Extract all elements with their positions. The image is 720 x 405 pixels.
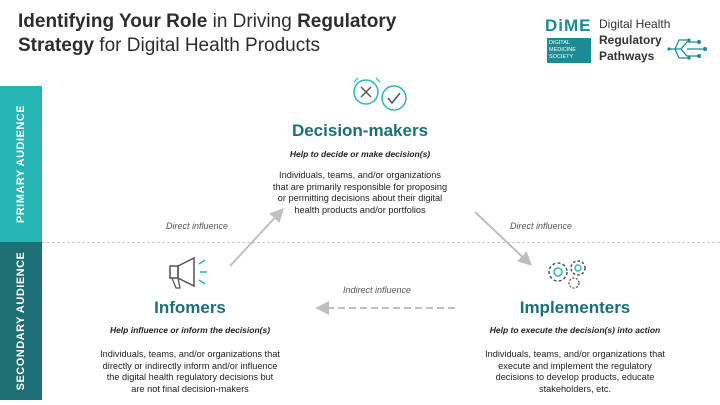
infomers-subtitle: Help influence or inform the decision(s) [109,325,271,335]
decision-makers-body-line-4: health products and/or portfolios [294,204,426,215]
dime-mark-subtitle: DIGITAL MEDICINE SOCIETY [547,38,591,63]
dime-logo: DiME DIGITAL MEDICINE SOCIETY Digital He… [545,16,710,72]
edge-label-implementers-to-infomers: Indirect influence [343,285,412,295]
circuit-icon [667,38,707,60]
decision-makers-body-line-3: or permitting decisions about their digi… [277,193,443,203]
decision-makers-body-line-1: Individuals, teams, and/or organizations [279,170,441,180]
dime-sub-line-1: DIGITAL [549,40,570,46]
dime-mark-text: DiME [545,16,592,35]
edge-label-decision-to-implementers: Direct influence [510,221,573,231]
title-regular-1: in Driving [207,11,298,32]
gears-icon [548,260,586,289]
implementers-subtitle: Help to execute the decision(s) into act… [489,325,661,335]
decision-makers-title: Decision-makers [291,121,429,140]
title-bold-3: Strategy [18,35,95,56]
implementers-title: Implementers [519,298,631,317]
page-title: Identifying Your Role in Driving Regulat… [18,10,518,58]
logo-wordmark: Digital Health Regulatory Pathways [599,16,670,64]
decision-makers-body-line-2: that are primarily responsible for propo… [272,181,448,192]
implementers-body-line-3: decisions to develop products, educate [495,372,655,382]
decision-checklist-icon [353,77,407,111]
dime-sub-line-2: MEDICINE [549,47,576,53]
logo-line-2: Regulatory [599,33,662,47]
infomers-body-line-1: Individuals, teams, and/or organizations… [100,349,280,359]
infomers-body-line-4: are not final decision-makers [131,383,249,394]
edge-label-infomers-to-decision: Direct influence [166,221,229,231]
decision-makers-subtitle: Help to decide or make decision(s) [289,149,431,159]
infomers-description: Individuals, teams, and/or organizations… [70,349,310,395]
implementers-description: Individuals, teams, and/or organizations… [455,349,695,395]
implementers-body-line-4: stakeholders, etc. [538,383,611,394]
primary-audience-band: PRIMARY AUDIENCE [0,86,42,242]
edge-decision-to-implementers [474,211,533,266]
logo-line-1: Digital Health [599,17,671,31]
title-bold-1: Identifying Your Role [18,11,208,32]
secondary-audience-band: SECONDARY AUDIENCE [0,242,42,400]
dime-mark: DiME DIGITAL MEDICINE SOCIETY [545,16,593,66]
audience-divider [42,242,720,243]
dime-sub-line-3: SOCIETY [549,54,574,60]
implementers-body-line-2: execute and implement the regulatory [498,360,652,371]
infomers-title: Infomers [154,298,226,317]
infomers-body-line-2: directly or indirectly inform and/or inf… [102,360,278,371]
title-regular-2: for Digital Health Products [94,35,321,56]
megaphone-icon [169,256,207,289]
infomers-body-line-3: the digital health regulatory decisions … [106,372,274,382]
logo-line-3: Pathways [599,49,655,63]
implementers-body-line-1: Individuals, teams, and/or organizations… [485,349,665,359]
decision-makers-description: Individuals, teams, and/or organizations… [255,170,465,216]
edge-infomers-to-decision [229,207,284,267]
title-bold-2: Regulatory [297,11,397,32]
